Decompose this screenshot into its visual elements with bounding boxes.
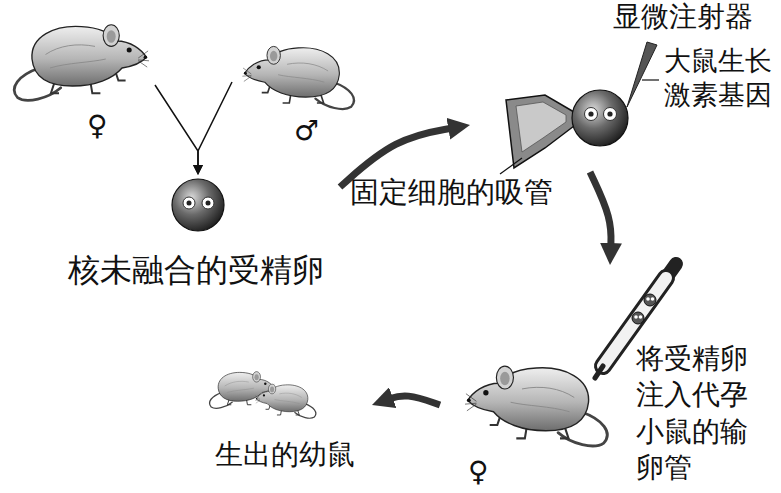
embryo-transfer-stage: 将受精卵注入代孕小鼠的输卵管 ♀ [440, 265, 778, 493]
pronucleus [585, 108, 598, 121]
embryo [644, 294, 656, 306]
pronucleus-core [187, 201, 192, 206]
sex-symbol: ♀ [468, 455, 489, 489]
stage-caption: 生出的幼鼠 [215, 438, 355, 472]
embryo-nucleus [651, 297, 655, 301]
text-slot: 将受精卵注入代孕小鼠的输卵管 [636, 341, 749, 487]
holding-pipette [506, 95, 574, 168]
pup-mouse [255, 384, 316, 418]
text-slot: 核未融合的受精卵 [68, 251, 324, 289]
callout-label: 显微注射器 [613, 2, 753, 33]
pronucleus [604, 108, 617, 121]
microinjection [500, 42, 659, 174]
callout-label: 大鼠生长激素基因 [664, 44, 773, 112]
text-slot: ♀ [468, 455, 489, 489]
stage-caption: 固定细胞的吸管 [350, 175, 553, 210]
pronucleus-core [206, 201, 211, 206]
leader-line [642, 79, 659, 80]
stage-caption: 将受精卵注入代孕小鼠的输卵管 [636, 341, 749, 487]
embryo-nucleus [639, 315, 643, 319]
text-slot: ♀ [87, 109, 108, 143]
pronucleus [183, 197, 195, 209]
zygote [172, 179, 224, 231]
stage-caption: 核未融合的受精卵 [68, 251, 324, 289]
process-arrow [387, 396, 440, 405]
label-slot: 显微注射器 [613, 2, 753, 33]
merge-arrow [198, 82, 232, 172]
parent-mouse: ♀ [5, 5, 155, 146]
leader-line [500, 158, 522, 174]
embryo-nucleus [646, 297, 650, 301]
injection-needle [627, 42, 657, 107]
surrogate-mouse-group [465, 366, 607, 446]
text-slot: ♂ [294, 114, 319, 148]
sex-symbol: ♀ [87, 109, 108, 143]
zygote-cell [572, 90, 628, 146]
holding-pipette-shade [516, 102, 566, 152]
male-mouse [242, 46, 354, 109]
surrogate-mouse [465, 366, 607, 446]
zygote-stage: 核未融合的受精卵 [60, 175, 340, 293]
embryo-nucleus [634, 315, 638, 319]
male-mouse-group [242, 46, 354, 109]
zygote-cell [172, 179, 224, 231]
pronucleus-core [607, 111, 612, 116]
text-slot: 固定细胞的吸管 [350, 175, 553, 210]
merge-arrow [155, 85, 198, 172]
offspring-stage: 生出的幼鼠 [200, 350, 372, 475]
pipette-tip [595, 366, 603, 378]
female-mouse [14, 25, 149, 101]
label-slot: 大鼠生长激素基因 [664, 44, 773, 112]
sex-symbol: ♂ [294, 114, 319, 148]
parent-mouse: ♂ [232, 30, 364, 151]
pronucleus [202, 197, 214, 209]
pup-mouse-group [255, 384, 316, 418]
embryo [632, 312, 644, 324]
process-arrow [590, 172, 611, 249]
text-slot: 生出的幼鼠 [215, 438, 355, 472]
pronucleus-core [588, 111, 593, 116]
